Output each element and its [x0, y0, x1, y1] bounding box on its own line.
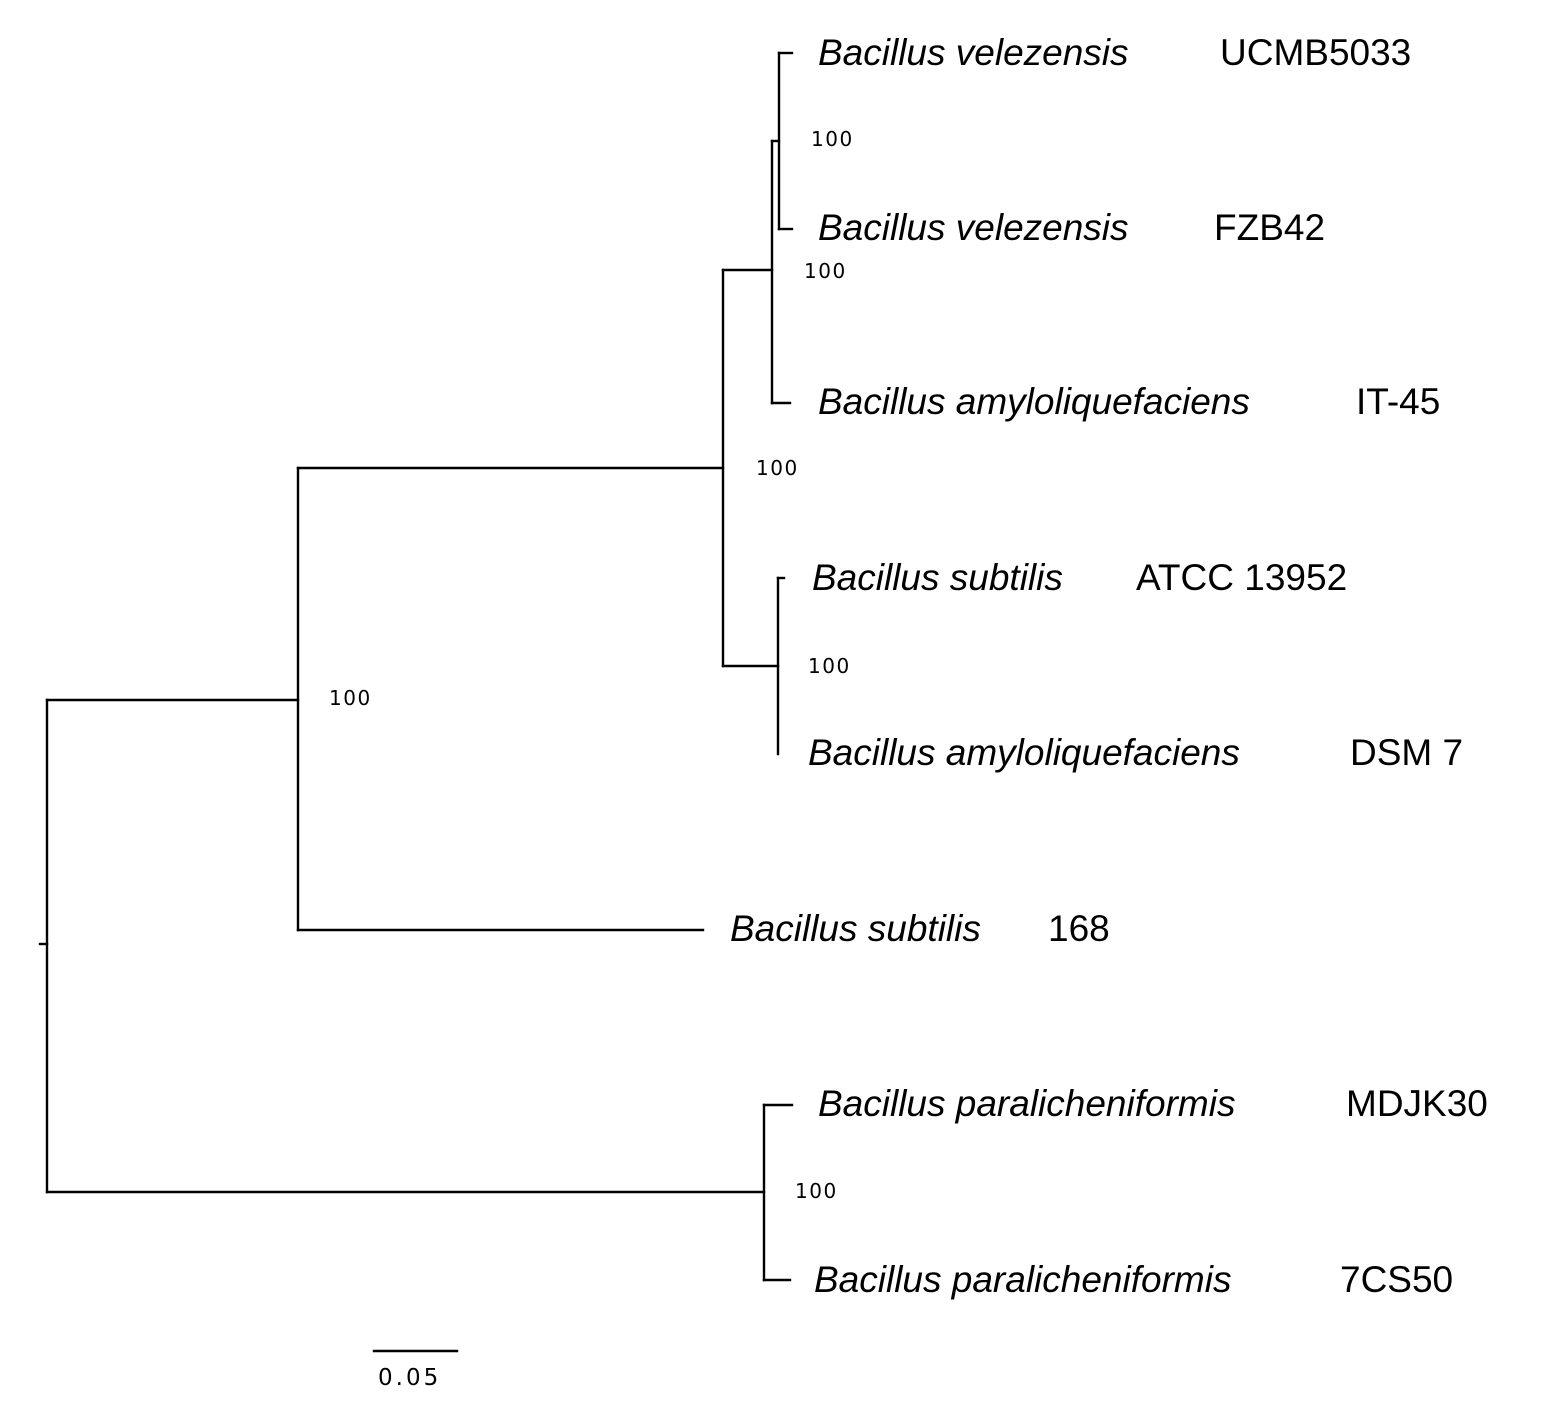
strain-name: FZB42 — [1214, 207, 1325, 248]
strain-name: UCMB5033 — [1220, 32, 1411, 73]
strain-name: ATCC 13952 — [1136, 557, 1347, 598]
species-name: Bacillus velezensis — [818, 207, 1129, 248]
bootstrap-operational-group: 100 — [756, 456, 799, 480]
scale-bar-label: 0.05 — [378, 1365, 441, 1391]
taxon-label-atcc13952: Bacillus subtilis ATCC 13952 — [812, 557, 1347, 598]
taxon-label-7cs50: Bacillus paralicheniformis 7CS50 — [814, 1259, 1453, 1300]
bootstrap-subtilis-clade: 100 — [808, 654, 851, 678]
species-name: Bacillus velezensis — [818, 32, 1129, 73]
strain-name: DSM 7 — [1350, 732, 1463, 773]
species-name: Bacillus amyloliquefaciens — [808, 732, 1240, 773]
bootstrap-amyloliquefaciens-clade: 100 — [804, 259, 847, 283]
scale-bar: 0.05 — [372, 1349, 459, 1391]
taxon-label-dsm7: Bacillus amyloliquefaciens DSM 7 — [808, 732, 1463, 773]
taxon-label-168: Bacillus subtilis 168 — [730, 908, 1110, 949]
species-name: Bacillus paralicheniformis — [814, 1259, 1231, 1300]
species-name: Bacillus subtilis — [730, 908, 981, 949]
species-name: Bacillus paralicheniformis — [818, 1083, 1235, 1124]
taxon-label-it45: Bacillus amyloliquefaciens IT-45 — [818, 381, 1440, 422]
bootstrap-paralicheniformis-clade: 100 — [795, 1179, 838, 1203]
taxon-label-mdjk30: Bacillus paralicheniformis MDJK30 — [818, 1083, 1488, 1124]
taxon-labels: Bacillus velezensis UCMB5033 Bacillus ve… — [730, 32, 1488, 1300]
species-name: Bacillus subtilis — [812, 557, 1063, 598]
bootstrap-subtilis-group: 100 — [329, 686, 372, 710]
strain-name: MDJK30 — [1346, 1083, 1488, 1124]
strain-name: 168 — [1048, 908, 1110, 949]
tree-branches — [38, 51, 794, 1282]
strain-name: 7CS50 — [1340, 1259, 1453, 1300]
taxon-label-fzb42: Bacillus velezensis FZB42 — [818, 207, 1325, 248]
bootstrap-values: 100 100 100 100 100 100 — [329, 127, 854, 1203]
taxon-label-ucmb5033: Bacillus velezensis UCMB5033 — [818, 32, 1411, 73]
species-name: Bacillus amyloliquefaciens — [818, 381, 1250, 422]
strain-name: IT-45 — [1356, 381, 1440, 422]
bootstrap-velezensis-clade: 100 — [811, 127, 854, 151]
